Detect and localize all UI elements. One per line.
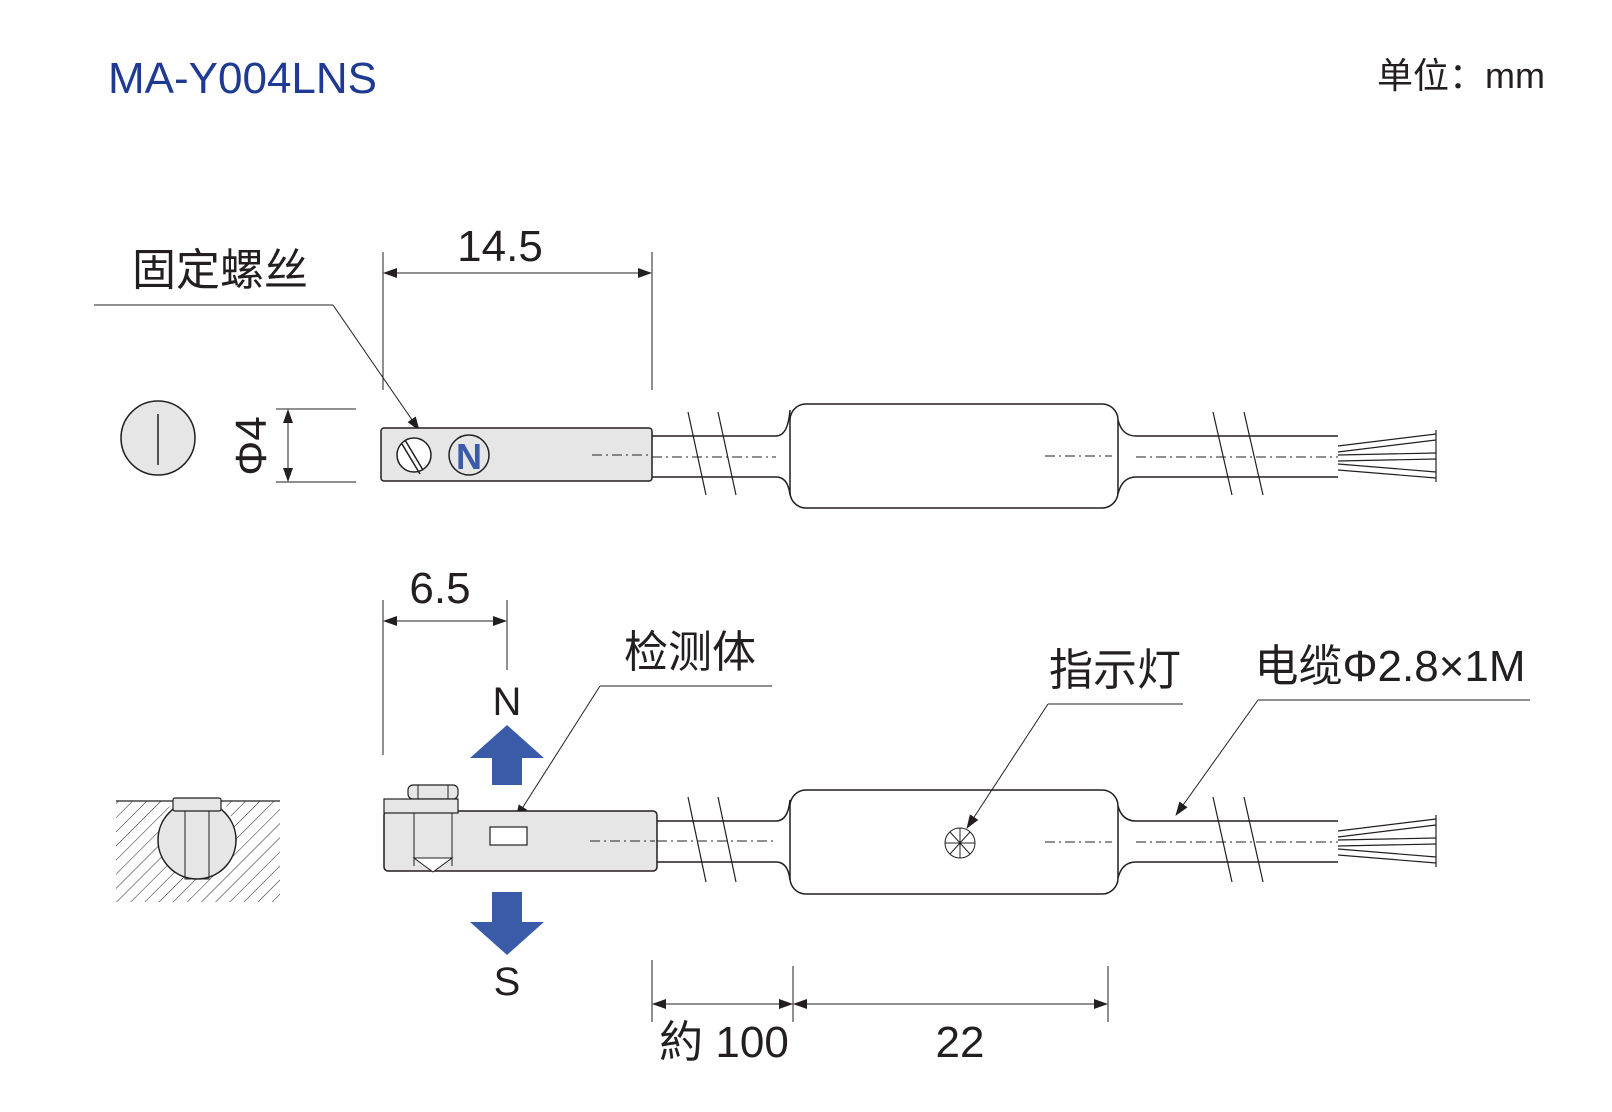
- north-label: N: [493, 680, 522, 724]
- indicator-lamp-icon: [944, 827, 976, 859]
- detect-dimension: 6.5: [382, 564, 508, 755]
- detector-label: 检测体: [624, 628, 756, 677]
- top-view: Φ4 14.5 固定螺丝 N: [94, 222, 1437, 509]
- indicator-label: 指示灯: [1049, 646, 1181, 695]
- side-screw-head: [407, 784, 459, 800]
- side-view: 6.5 N S 检测体: [116, 564, 1530, 1067]
- indicator-box-side: [789, 789, 1119, 895]
- mount-sensor-section: [157, 800, 237, 880]
- length-value: 14.5: [457, 222, 543, 271]
- cable-length-value: 約 100: [659, 1018, 789, 1067]
- cable-callout: 电缆Φ2.8×1M: [1175, 642, 1530, 816]
- mount-section: [116, 797, 280, 902]
- detect-value: 6.5: [409, 564, 470, 613]
- south-arrow-icon: [470, 892, 544, 955]
- detector-callout: 检测体: [515, 628, 772, 819]
- sensor-body-top: [380, 427, 653, 482]
- pole-mark-letter: N: [456, 436, 482, 477]
- indicator-callout: 指示灯: [966, 646, 1183, 829]
- cable-label: 电缆Φ2.8×1M: [1254, 642, 1525, 691]
- detection-element: [489, 826, 528, 846]
- length-dimension: 14.5: [382, 222, 653, 390]
- bottom-dimensions: 約 100 22: [651, 960, 1109, 1067]
- south-label: S: [494, 960, 521, 1004]
- diameter-dimension: Φ4: [227, 408, 356, 483]
- unit-label: 单位：mm: [1377, 55, 1545, 96]
- drawing-title: MA-Y004LNS: [108, 54, 377, 103]
- box-length-value: 22: [936, 1018, 985, 1067]
- screw-label: 固定螺丝: [132, 246, 308, 295]
- wire-ends-side: [1337, 815, 1437, 867]
- north-arrow-icon: [470, 725, 544, 785]
- wire-ends-top: [1337, 430, 1437, 482]
- diameter-value: Φ4: [227, 416, 276, 476]
- pole-mark-circle: [448, 434, 490, 476]
- indicator-box-top: [789, 403, 1119, 509]
- screw-callout: 固定螺丝: [94, 246, 420, 431]
